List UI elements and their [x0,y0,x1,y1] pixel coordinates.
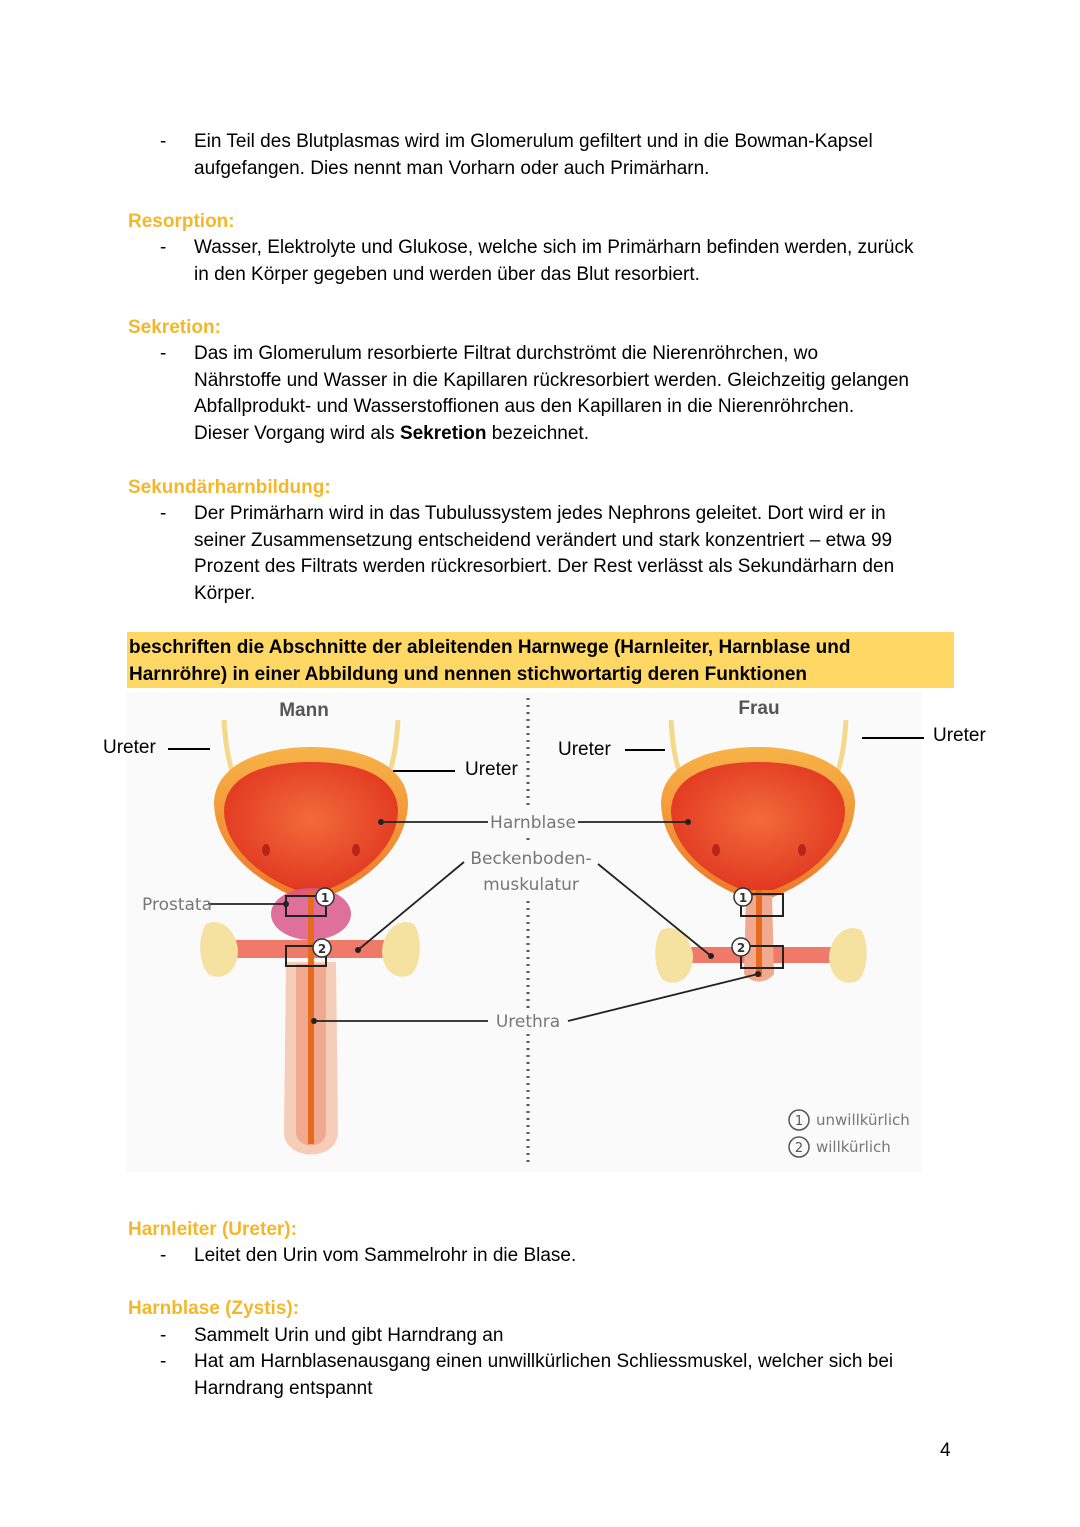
task-highlight: beschriften die Abschnitte der ableitend… [127,632,954,688]
annotation-ureter-female-left: Ureter [558,739,611,760]
legend-willkuerlich: willkürlich [816,1138,891,1156]
male-anatomy [200,719,420,1155]
annotation-line [862,737,924,739]
text-line: Hat am Harnblasenausgang einen unwillkür… [194,1351,894,1372]
text-line: Abfallprodukt- und Wasserstoffionen aus … [194,396,855,417]
bullet-dash: - [160,1245,167,1266]
harnblase-bullet-2: Hat am Harnblasenausgang einen unwillkür… [194,1349,964,1402]
leader-lines [208,821,759,1022]
label-beckenboden-1: Beckenboden- [470,849,591,869]
annotation-ureter-right: Ureter [933,725,986,746]
text-line: beschriften die Abschnitte der ableitend… [129,637,851,658]
bullet-dash: - [160,1325,167,1346]
sekundaer-text: Der Primärharn wird in das Tubulussystem… [194,501,964,607]
female-anatomy [655,719,867,983]
label-beckenboden-2: muskulatur [483,875,579,895]
legend-unwillkuerlich: unwillkürlich [816,1111,910,1129]
annotation-ureter-mid: Ureter [465,759,518,780]
annotation-ureter-left: Ureter [103,737,156,758]
text-line: in den Körper gegeben und werden über da… [194,263,700,285]
text-line: Prozent des Filtrats werden rückresorbie… [194,556,895,577]
harnblase-bullet-1: Sammelt Urin und gibt Harndrang an [194,1323,964,1350]
urinary-tract-figure: Mann Frau [126,692,922,1172]
legend: 1 unwillkürlich 2 willkürlich [788,1109,910,1158]
text-line: Ein Teil des Blutplasmas wird im Glomeru… [194,131,873,152]
svg-text:1: 1 [321,891,329,905]
heading-harnleiter: Harnleiter (Ureter): [128,1219,297,1240]
svg-text:1: 1 [795,1114,803,1129]
resorption-text: Wasser, Elektrolyte und Glukose, welche … [194,235,964,288]
svg-text:2: 2 [318,942,326,956]
text-line: aufgefangen. Dies nennt man Vorharn oder… [194,157,710,179]
text-line: Nährstoffe und Wasser in die Kapillaren … [194,369,909,391]
marker-1-female: 1 [733,887,753,907]
marker-1-male: 1 [315,887,335,907]
leader-dots [283,819,761,1024]
heading-harnblase: Harnblase (Zystis): [128,1298,300,1319]
text-line: seiner Zusammensetzung entscheidend verä… [194,529,893,551]
intro-text: Ein Teil des Blutplasmas wird im Glomeru… [194,129,964,182]
text-line: Sammelt Urin und gibt Harndrang an [194,1325,504,1346]
text-line: Harnröhre) in einer Abbildung und nennen… [129,663,808,685]
text-fragment: Dieser Vorgang wird als [194,422,400,444]
text-line: Dieser Vorgang wird als Sekretion bezeic… [194,421,964,448]
marker-2-female: 2 [731,937,751,957]
marker-2-male: 2 [312,938,332,958]
bullet-dash: - [160,343,167,364]
heading-sekretion: Sekretion: [128,317,221,338]
figure-title-male: Mann [279,700,329,721]
text-line: Das im Glomerulum resorbierte Filtrat du… [194,343,819,364]
annotation-line [168,748,210,750]
label-harnblase: Harnblase [490,813,576,833]
bold-term: Sekretion [399,422,487,444]
label-urethra: Urethra [496,1012,560,1032]
bullet-dash: - [160,131,167,152]
bullet-dash: - [160,1351,167,1372]
figure-title-female: Frau [738,698,779,719]
label-prostata: Prostata [142,895,212,915]
annotation-line [625,749,665,751]
text-line: Leitet den Urin vom Sammelrohr in die Bl… [194,1245,577,1266]
text-line: Körper. [194,582,256,604]
text-line: Harndrang entspannt [194,1377,373,1399]
svg-text:2: 2 [737,941,745,955]
bullet-dash: - [160,503,167,524]
svg-text:2: 2 [795,1141,803,1156]
heading-resorption: Resorption: [128,211,235,232]
text-line: Der Primärharn wird in das Tubulussystem… [194,503,886,524]
harnleiter-text: Leitet den Urin vom Sammelrohr in die Bl… [194,1243,964,1270]
text-fragment: bezeichnet. [486,422,589,444]
annotation-line [393,770,455,772]
page-number: 4 [940,1440,951,1461]
heading-sekundaerharnbildung: Sekundärharnbildung: [128,477,331,498]
svg-text:1: 1 [739,891,747,905]
sekretion-text: Das im Glomerulum resorbierte Filtrat du… [194,341,964,447]
text-line: Wasser, Elektrolyte und Glukose, welche … [194,237,914,258]
bullet-dash: - [160,237,167,258]
